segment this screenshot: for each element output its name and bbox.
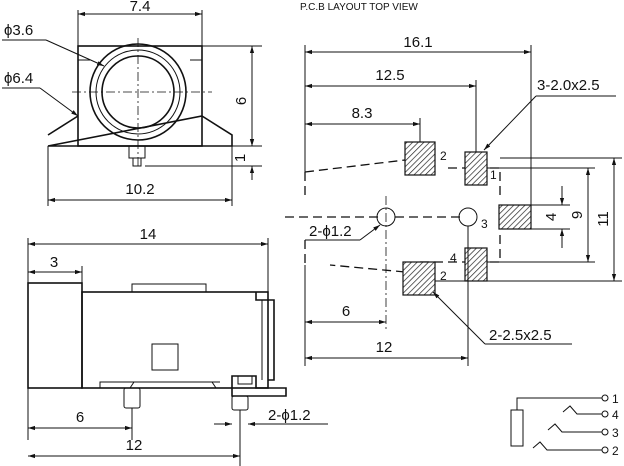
pad-number: 2 (440, 149, 447, 163)
side-pin-1 (123, 387, 141, 409)
dim-hole-outer: ϕ6.4 (4, 70, 33, 87)
side-body (81, 291, 269, 389)
schematic-lead-2 (532, 441, 602, 451)
pcb-hole-2 (458, 207, 478, 227)
dim-8.3: 8.3 (352, 105, 373, 122)
side-top-rib (131, 283, 207, 292)
side-view: 14 3 6 2-ϕ1.2 12 (27, 226, 328, 466)
dim-hole-6: 6 (342, 303, 350, 320)
dim-hole-dia: 2-ϕ1.2 (309, 223, 352, 240)
front-flange (47, 115, 233, 147)
dim-16.1: 16.1 (403, 34, 432, 51)
pin-schematic: 1 4 3 2 (510, 392, 619, 458)
pad-2-bottom (402, 261, 436, 296)
dim-pin-6: 6 (76, 409, 84, 426)
schematic-lead-3 (547, 423, 602, 433)
dim-span-12-pcb: 12 (376, 339, 393, 356)
schematic-pin-label: 4 (612, 408, 619, 422)
pad-number: 1 (490, 168, 497, 182)
dim-height-6: 6 (233, 97, 250, 105)
side-window (151, 343, 179, 371)
front-pin (128, 145, 146, 159)
dim-pin-1: 1 (232, 154, 249, 162)
side-rear-lead (231, 375, 287, 397)
dim-pad-a: 3-2.0x2.5 (537, 77, 600, 94)
dim-10.2: 10.2 (125, 181, 154, 198)
side-barrel (27, 282, 83, 389)
dim-span-12: 12 (126, 437, 143, 454)
dim-7.4: 7.4 (130, 0, 151, 15)
dim-pin-dia: 2-ϕ1.2 (268, 407, 311, 424)
front-view: 7.4 ϕ3.6 ϕ6.4 6 1 10.2 (2, 0, 262, 206)
pcb-layout: P.C.B LAYOUT TOP VIEW 2 1 3 4 2 16.1 12.… (285, 2, 622, 366)
dim-length-14: 14 (140, 226, 157, 243)
pcb-layout-title: P.C.B LAYOUT TOP VIEW (300, 2, 418, 13)
dim-front-3: 3 (50, 254, 58, 271)
dim-pad-b: 2-2.5x2.5 (489, 327, 552, 344)
front-pin-tip (132, 157, 142, 167)
pad-number: 2 (440, 269, 447, 283)
side-pin-2 (231, 395, 249, 411)
schematic-lead-1 (516, 397, 602, 410)
pad-number: 4 (450, 251, 457, 265)
schematic-pin-label: 1 (612, 392, 619, 406)
dim-v-9: 9 (569, 211, 586, 219)
pad-1 (464, 151, 488, 186)
schematic-pin-label: 3 (612, 426, 619, 440)
dim-12.5: 12.5 (375, 67, 404, 84)
side-rear-cap (255, 292, 275, 381)
pcb-outline (304, 159, 501, 273)
dim-hole-inner: ϕ3.6 (4, 22, 33, 39)
pad-3 (498, 204, 532, 230)
schematic-pin-label: 2 (612, 444, 619, 458)
schematic-lead-4 (562, 405, 602, 415)
pad-2-top (404, 141, 436, 176)
schematic-plug (510, 409, 524, 447)
dim-v-4: 4 (543, 213, 560, 221)
pad-number: 3 (481, 217, 488, 231)
dim-v-11: 11 (595, 211, 612, 227)
side-bottom-frame (99, 381, 220, 388)
